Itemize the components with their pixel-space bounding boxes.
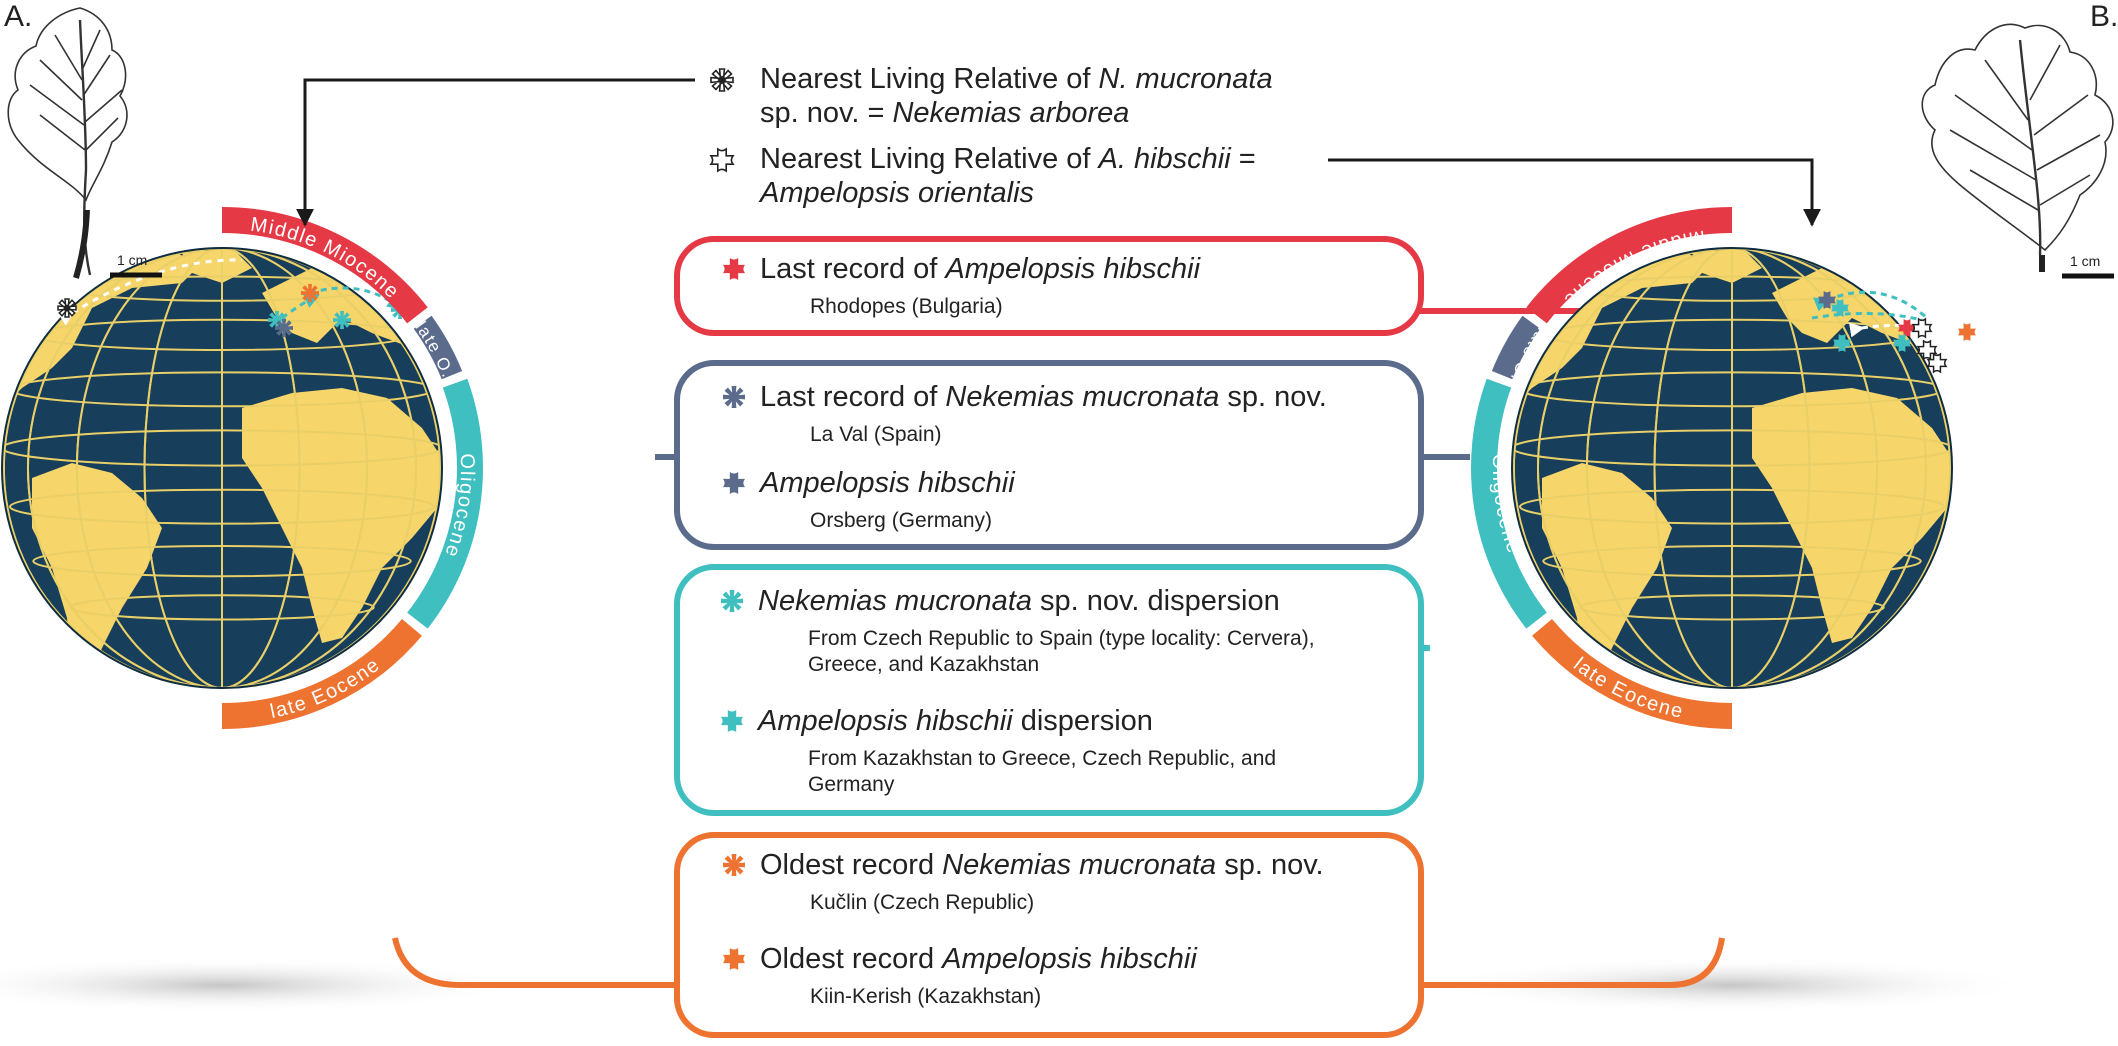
land-mass — [242, 388, 442, 643]
ampelopsis-cross-icon — [1893, 334, 1911, 352]
ampelopsis-cross-icon — [1833, 334, 1851, 352]
nekemias-asterisk-icon — [275, 319, 293, 337]
ampelopsis-cross-icon — [1911, 317, 1933, 339]
leaf-a-drawing — [7, 7, 128, 279]
ampelopsis-cross-icon — [1958, 323, 1976, 341]
ampelopsis-cross-icon — [1926, 352, 1948, 374]
ampelopsis-cross-icon — [1831, 299, 1849, 317]
connector-late-eocene-right — [1418, 937, 1725, 988]
connector-late-eocene-left — [392, 937, 690, 988]
nekemias-outline-asterisk-icon — [710, 68, 734, 92]
ampelopsis-cross-icon — [723, 472, 745, 494]
entry-oldest-nekemias: Oldest record Nekemias mucronata sp. nov… — [723, 848, 1324, 916]
land-mass — [1752, 388, 1952, 643]
box-late-eocene: Oldest record Nekemias mucronata sp. nov… — [674, 832, 1424, 1038]
timeline-segment-middle-miocene — [221, 207, 428, 324]
nlr-ampelopsis-text: Nearest Living Relative of A. hibschii =… — [760, 143, 1256, 209]
scale-bar-label-b: 1 cm — [2070, 253, 2101, 269]
box-oligocene: Nekemias mucronata sp. nov. dispersion F… — [674, 564, 1424, 816]
ampelopsis-cross-icon — [723, 258, 745, 280]
entry-oldest-ampelopsis: Oldest record Ampelopsis hibschii Kiin-K… — [723, 942, 1197, 1010]
nlr-arrow-right — [1328, 158, 1821, 227]
box-late-oligocene: Last record of Nekemias mucronata sp. no… — [674, 360, 1424, 550]
scale-bar-label-a: 1 cm — [117, 252, 148, 268]
timeline-segment-late-oligocene — [1491, 315, 1541, 380]
ampelopsis-cross-icon — [1818, 291, 1836, 309]
panel-label-a: A. — [4, 0, 33, 33]
timeline-label-oligocene: Oligocene — [440, 453, 478, 561]
ampelopsis-cross-icon — [1898, 319, 1916, 337]
ampelopsis-cross-icon — [723, 948, 745, 970]
timeline-segment-late-eocene — [221, 618, 422, 729]
leaf-b-drawing — [1921, 23, 2114, 272]
timeline-segment-late-eocene — [1532, 618, 1733, 729]
timeline-segment-oligocene — [407, 378, 483, 629]
panel-label-b: B. — [2090, 0, 2118, 33]
entry-ampelopsis-orsberg: Ampelopsis hibschii Orsberg (Germany) — [723, 466, 1015, 534]
globe-a-shadow — [0, 957, 522, 1013]
nekemias-asterisk-icon — [333, 311, 351, 329]
timeline-segment-middle-miocene — [1526, 207, 1733, 324]
globe-b-shadow — [1432, 957, 2032, 1013]
nekemias-asterisk-icon — [301, 284, 319, 302]
timeline-segment-oligocene — [1471, 378, 1547, 629]
entry-ampelopsis-dispersion: Ampelopsis hibschii dispersion From Kaza… — [721, 704, 1368, 798]
nlr-nekemias-text: Nearest Living Relative of N. mucronata … — [760, 63, 1273, 129]
nekemias-asterisk-icon — [721, 590, 743, 612]
entry-nekemias-dispersion: Nekemias mucronata sp. nov. dispersion F… — [721, 584, 1368, 678]
entry-last-record-ampelopsis: Last record of Ampelopsis hibschii Rhodo… — [723, 252, 1200, 320]
nlr-arrow-left — [296, 78, 695, 227]
globe-b — [1511, 247, 1976, 689]
timeline-segment-late-oligocene — [413, 315, 463, 380]
ampelopsis-outline-cross-icon — [709, 147, 735, 173]
globe-a — [1, 247, 443, 689]
box-middle-miocene: Last record of Ampelopsis hibschii Rhodo… — [674, 236, 1424, 336]
nekemias-asterisk-icon — [723, 386, 745, 408]
nekemias-asterisk-icon — [57, 298, 77, 318]
entry-last-record-nekemias: Last record of Nekemias mucronata sp. no… — [723, 380, 1327, 448]
ampelopsis-cross-icon — [721, 710, 743, 732]
nekemias-asterisk-icon — [723, 854, 745, 876]
fossil-markers — [1811, 290, 1976, 374]
